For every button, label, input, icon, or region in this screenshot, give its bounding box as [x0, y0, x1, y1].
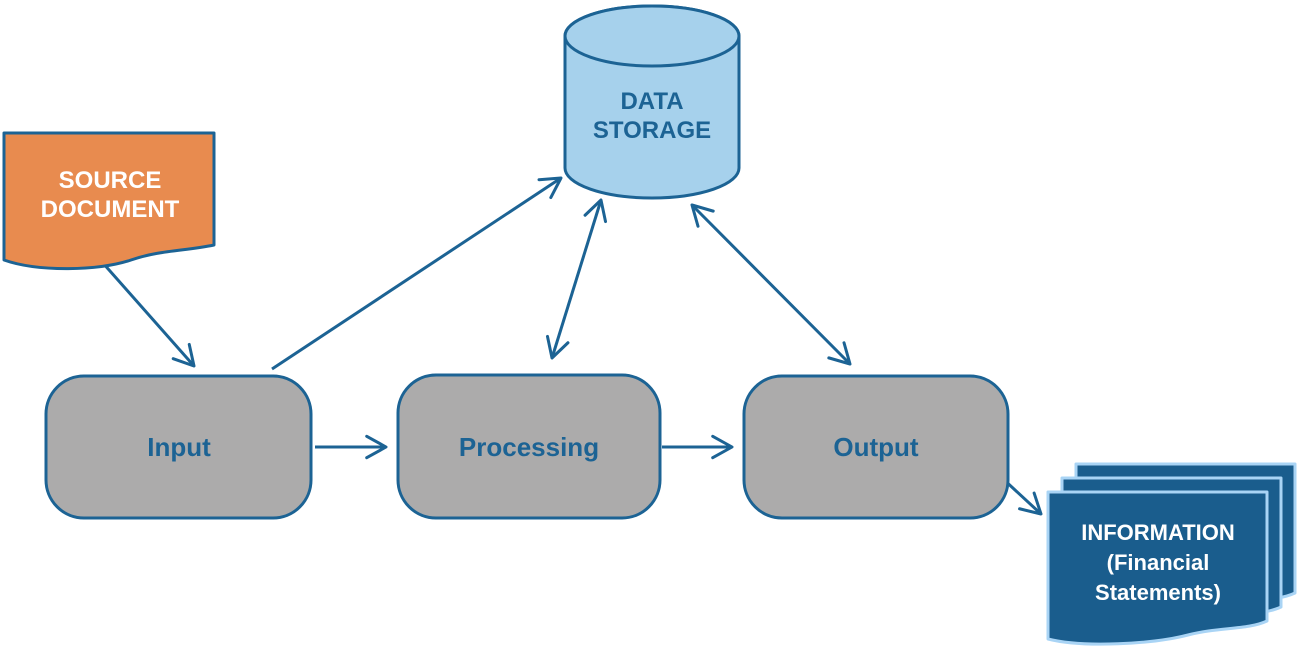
information-doc-front — [1046, 490, 1269, 646]
source-document-shape — [2, 131, 216, 271]
information-document-stack — [1046, 462, 1297, 646]
processing-box — [396, 373, 662, 520]
arrow-input-to-storage — [271, 176, 563, 371]
input-box — [44, 374, 313, 520]
output-box — [742, 374, 1010, 520]
data-storage-cylinder-top — [563, 4, 741, 68]
arrow-processing-storage-bidirectional — [545, 198, 608, 360]
arrow-output-storage-bidirectional — [690, 203, 852, 366]
arrow-source-to-input — [100, 261, 196, 368]
